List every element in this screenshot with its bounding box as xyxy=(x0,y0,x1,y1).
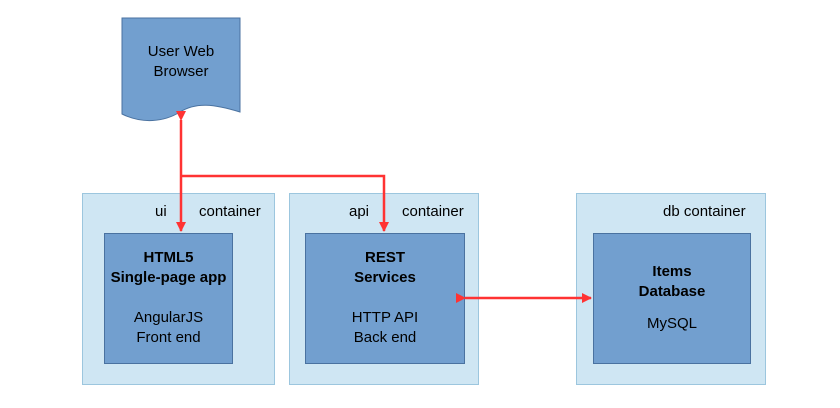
ui-component-title2: Single-page app xyxy=(110,269,227,286)
api-component-sub2: Back end xyxy=(353,329,417,346)
db-container: db container Items Database MySQL xyxy=(576,193,766,385)
browser-label-line2: Browser xyxy=(153,63,209,80)
db-component-title1: Items xyxy=(652,263,692,280)
ui-container: ui container HTML5 Single-page app Angul… xyxy=(82,193,275,385)
ui-container-word: container xyxy=(199,203,261,220)
db-container-label: db container xyxy=(663,203,746,220)
browser-label: User Web Browser xyxy=(122,42,240,82)
ui-component-title1: HTML5 xyxy=(143,249,194,266)
ui-component: HTML5 Single-page app AngularJS Front en… xyxy=(104,233,233,364)
browser-label-line1: User Web xyxy=(147,43,215,60)
api-component: REST Services HTTP API Back end xyxy=(305,233,465,364)
api-component-title1: REST xyxy=(364,249,405,266)
ui-container-name: ui xyxy=(155,203,167,220)
db-component-title2: Database xyxy=(638,283,706,300)
db-component: Items Database MySQL xyxy=(593,233,751,364)
ui-component-sub1: AngularJS xyxy=(133,309,204,326)
api-container-name: api xyxy=(349,203,370,220)
api-container-word: container xyxy=(402,203,464,220)
api-component-sub1: HTTP API xyxy=(351,309,419,326)
ui-component-sub2: Front end xyxy=(136,329,201,346)
db-component-sub1: MySQL xyxy=(646,315,697,332)
api-component-title2: Services xyxy=(354,269,416,286)
arrow-browser-api xyxy=(181,174,389,232)
